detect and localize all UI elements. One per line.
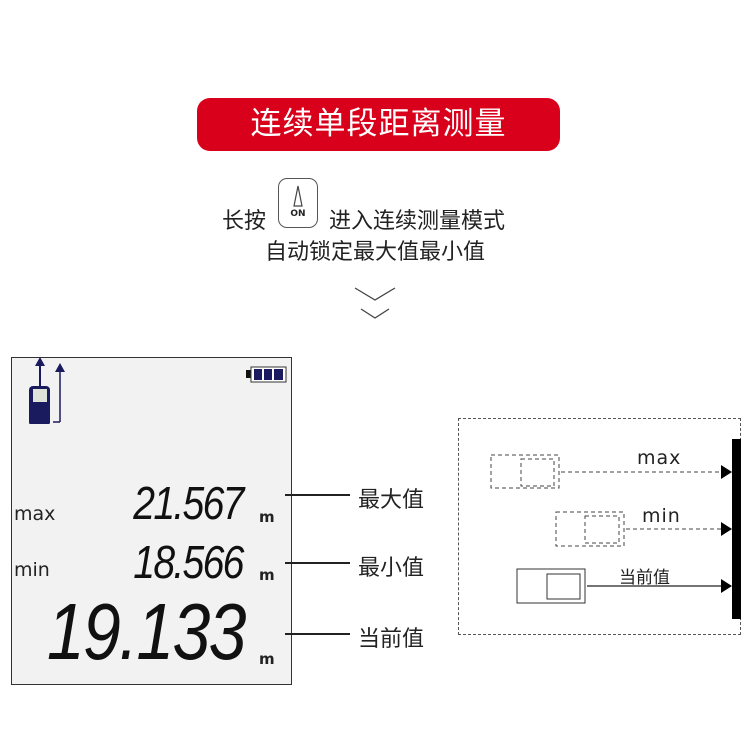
current-value: 19.133: [47, 587, 246, 676]
on-button-icon: ON: [278, 178, 318, 228]
min-callout-line: [285, 562, 350, 564]
min-value: 18.566: [133, 536, 245, 588]
device-measure-icon: [29, 357, 65, 424]
max-unit: m: [259, 508, 275, 526]
current-callout: 当前值: [358, 627, 425, 652]
instruction-line2: 自动锁定最大值最小值: [264, 240, 485, 265]
instruction-prefix: 长按: [222, 209, 267, 234]
title-banner: 连续单段距离测量: [197, 98, 560, 151]
min-label: min: [14, 559, 50, 581]
measurement-diagram: max min 当前值: [458, 418, 741, 635]
battery-icon: [246, 366, 287, 383]
lcd-display: max 21.567 m min 18.566 m 19.133 m: [11, 357, 292, 685]
max-label: max: [14, 503, 56, 525]
current-callout-line: [285, 633, 350, 635]
diagram-graphic: [490, 439, 741, 619]
diagram-max-label: max: [637, 447, 682, 469]
min-callout: 最小值: [358, 556, 425, 581]
max-callout-line: [285, 494, 350, 496]
instruction-suffix: 进入连续测量模式: [329, 209, 506, 234]
diagram-current-label: 当前值: [619, 568, 670, 588]
current-unit: m: [259, 650, 275, 668]
chevron-down-icon: [354, 287, 396, 319]
max-value: 21.567: [133, 477, 245, 529]
min-unit: m: [259, 566, 275, 584]
max-callout: 最大值: [358, 488, 425, 513]
diagram-min-label: min: [642, 505, 681, 527]
on-label: ON: [290, 209, 306, 219]
